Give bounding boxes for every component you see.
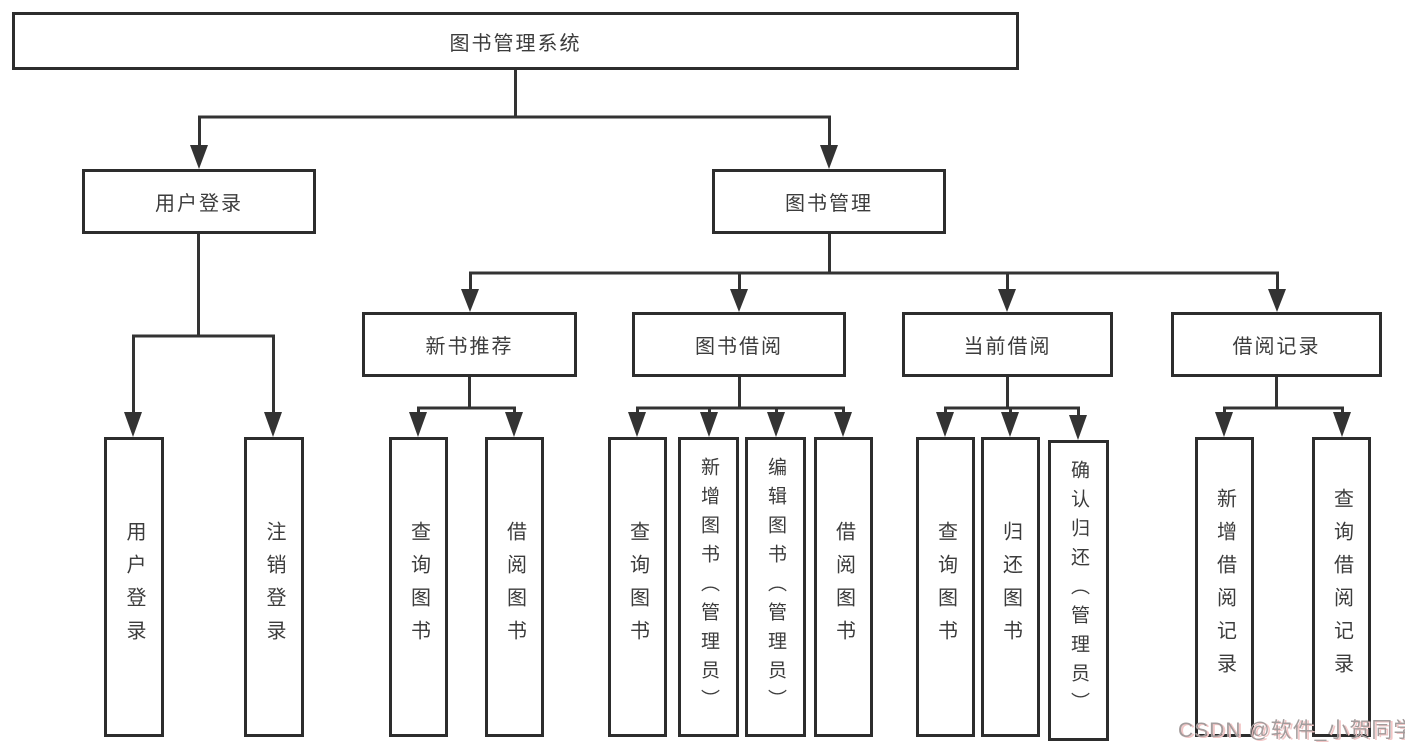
leaf-label: 编辑图书（管理员） [765,456,786,718]
arrow-down-icon [700,412,718,437]
connector-newbook-to-leaves [417,376,516,416]
leaf-label: 用户登录 [123,521,145,653]
node-label: 图书借阅 [695,336,783,358]
node-label: 图书管理 [785,193,873,215]
arrow-down-icon [124,412,142,437]
arrow-down-icon [1069,415,1087,440]
leaf-query-borrowing-record: 查询借阅记录 [1312,437,1371,737]
arrow-down-icon [628,412,646,437]
leaf-label: 查询图书 [407,521,430,653]
leaf-edit-book-admin: 编辑图书（管理员） [745,437,806,737]
leaf-add-book-admin: 新增图书（管理员） [678,437,739,737]
arrow-down-icon [820,145,838,169]
node-book-management: 图书管理 [712,169,946,234]
leaf-label: 新增借阅记录 [1213,488,1236,686]
leaf-label: 确认归还（管理员） [1068,460,1089,721]
arrow-down-icon [998,289,1016,312]
arrow-down-icon [1215,412,1233,437]
leaf-confirm-return-admin: 确认归还（管理员） [1048,440,1109,741]
leaf-label: 新增图书（管理员） [698,456,719,718]
node-borrowing-records: 借阅记录 [1171,312,1382,377]
node-current-borrowing: 当前借阅 [902,312,1113,377]
arrow-down-icon [767,412,785,437]
node-label: 新书推荐 [425,336,514,358]
leaf-label: 借阅图书 [503,521,526,653]
node-label: 图书管理系统 [449,32,582,55]
connector-login-to-leaves [132,234,275,416]
leaf-borrow-book-recommend: 借阅图书 [485,437,544,737]
leaf-add-borrowing-record: 新增借阅记录 [1195,437,1254,737]
connector-management-to-level3 [469,233,1279,293]
leaf-user-login: 用户登录 [104,437,164,737]
leaf-query-book-current: 查询图书 [916,437,975,737]
leaf-borrow-book: 借阅图书 [814,437,873,737]
arrow-down-icon [190,145,208,169]
node-book-borrowing: 图书借阅 [632,312,846,377]
node-user-login: 用户登录 [82,169,316,234]
node-library-management-system: 图书管理系统 [12,12,1019,70]
arrow-down-icon [730,289,748,312]
node-label: 借阅记录 [1232,336,1321,358]
node-new-book-recommendation: 新书推荐 [362,312,577,377]
arrow-down-icon [1268,289,1286,312]
arrow-down-icon [505,412,523,437]
connector-records-to-leaves [1223,376,1344,416]
node-label: 当前借阅 [963,336,1052,358]
leaf-label: 查询图书 [626,521,649,653]
arrow-down-icon [461,289,479,312]
leaf-query-book-recommend: 查询图书 [389,437,448,737]
leaf-query-book-borrowing: 查询图书 [608,437,667,737]
leaf-return-book: 归还图书 [981,437,1040,737]
connector-borrow-to-leaves [636,376,845,416]
leaf-label: 借阅图书 [832,521,855,653]
leaf-label: 注销登录 [263,521,285,653]
node-label: 用户登录 [155,193,243,215]
leaf-logout: 注销登录 [244,437,304,737]
connector-root-to-level2 [198,69,831,150]
arrow-down-icon [936,412,954,437]
arrow-down-icon [409,412,427,437]
leaf-label: 查询借阅记录 [1330,488,1353,686]
arrow-down-icon [834,412,852,437]
arrow-down-icon [1333,412,1351,437]
csdn-watermark: CSDN @软件_小贺同学 [1178,719,1405,742]
arrow-down-icon [264,412,282,437]
leaf-label: 归还图书 [999,521,1022,653]
leaf-label: 查询图书 [934,521,957,653]
arrow-down-icon [1001,412,1019,437]
